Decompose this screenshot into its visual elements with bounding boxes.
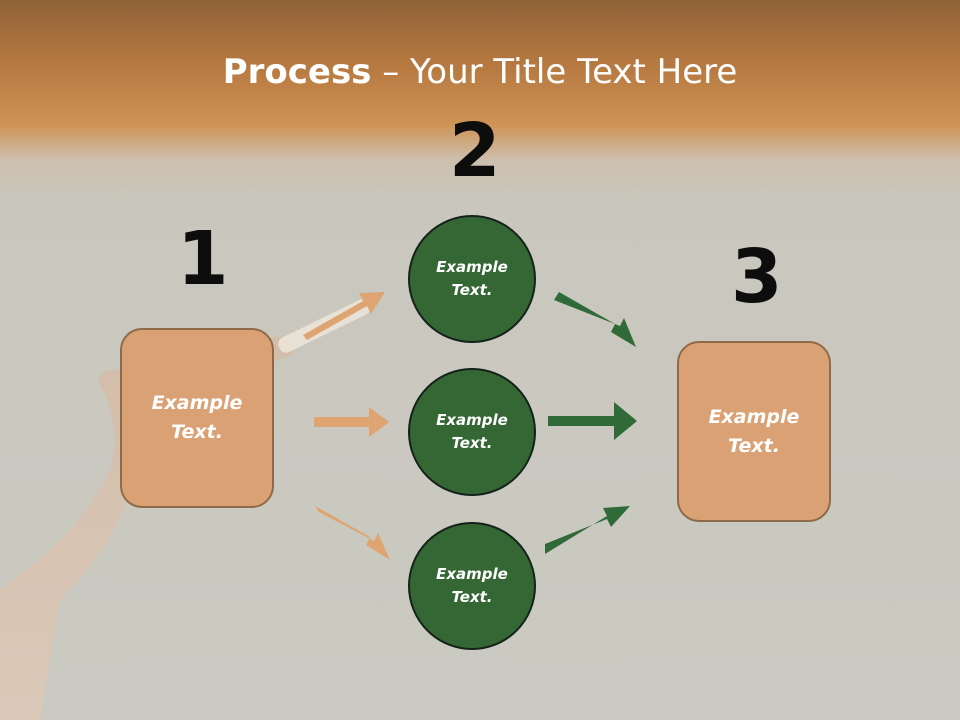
arrow-orange-down: [315, 506, 390, 560]
step-3-text: Example Text.: [708, 405, 800, 457]
arrow-green-right: [548, 402, 637, 440]
title-bold: Process: [222, 52, 372, 92]
slide-title: Process – Your Title Text Here: [0, 52, 960, 92]
step-1-box: Example Text.: [120, 328, 274, 508]
step-2-circle-bottom: Example Text.: [408, 522, 536, 650]
step-3-box: Example Text.: [677, 341, 831, 522]
circle-text: Example Text.: [436, 565, 508, 606]
title-rest: – Your Title Text Here: [371, 52, 738, 92]
step-1-number: 1: [177, 216, 229, 302]
step-2-circle-top: Example Text.: [408, 215, 536, 343]
step-3-number: 3: [731, 234, 783, 320]
step-1-text: Example Text.: [151, 392, 243, 443]
arrow-orange-right: [314, 407, 389, 437]
arrow-orange-up: [303, 292, 385, 340]
circle-text: Example Text.: [436, 258, 508, 299]
step-2-number: 2: [449, 108, 501, 194]
circle-text: Example Text.: [436, 411, 508, 452]
step-2-circle-middle: Example Text.: [408, 368, 536, 496]
arrow-green-down: [554, 292, 636, 347]
arrow-green-up: [545, 506, 630, 554]
